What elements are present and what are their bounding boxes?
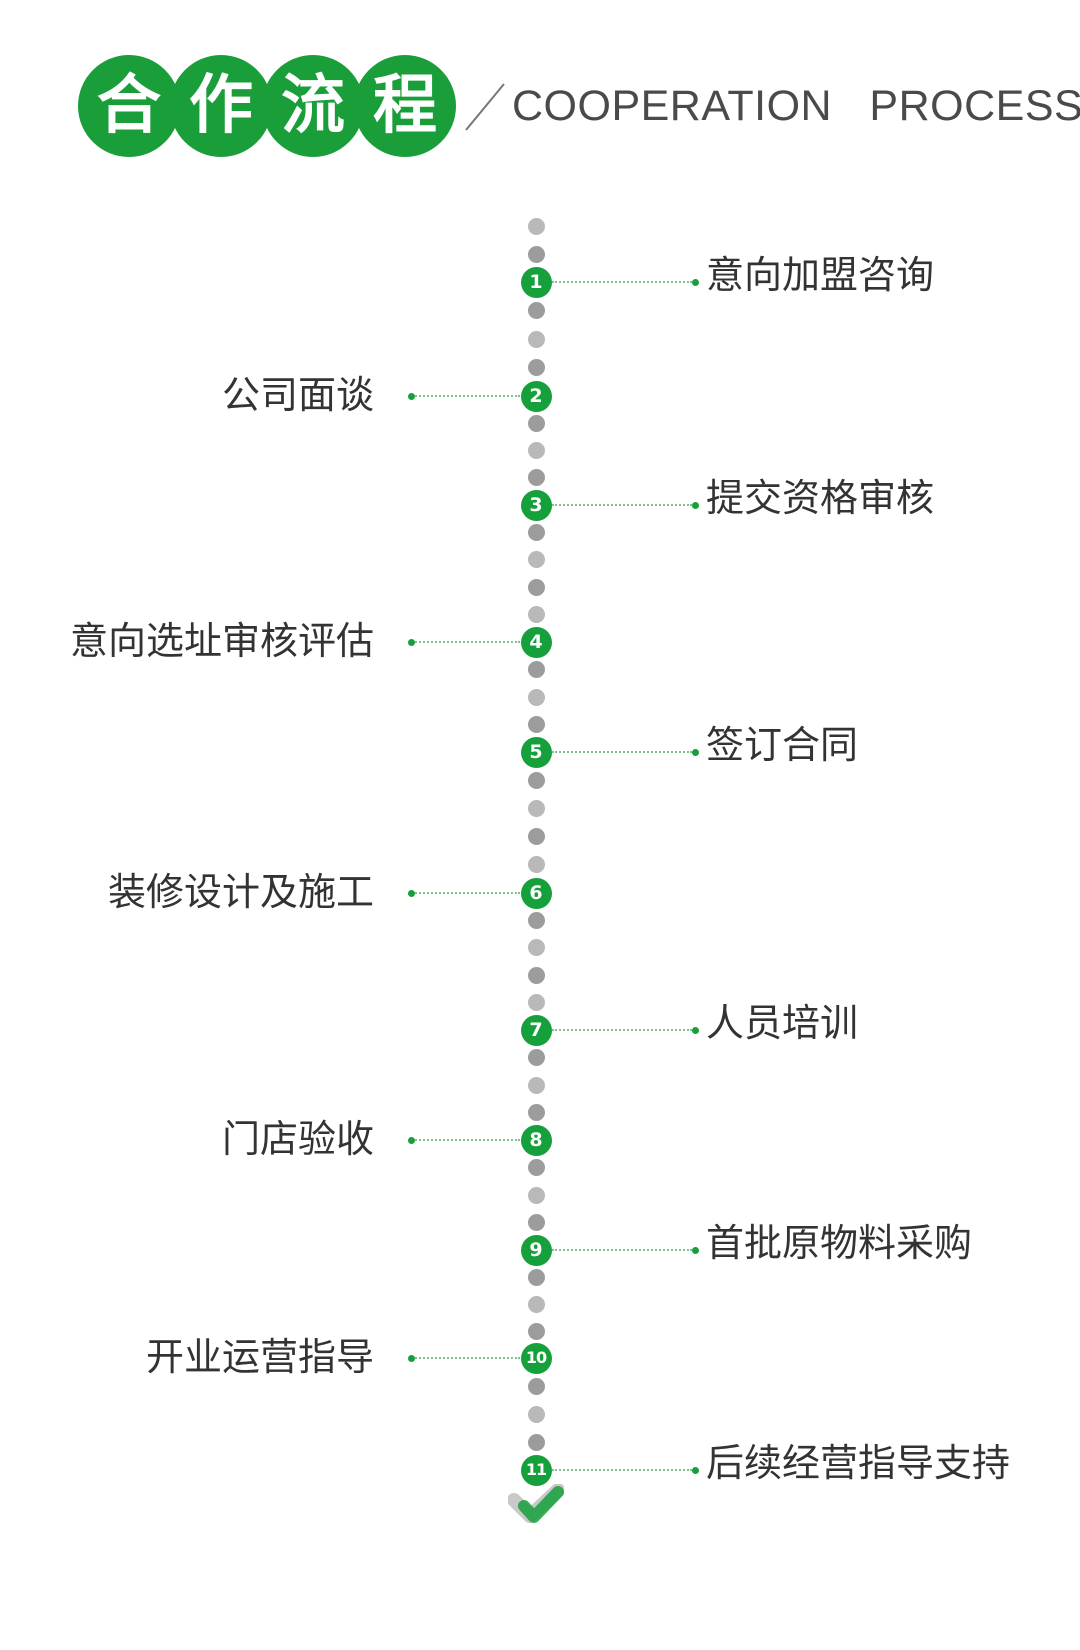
timeline-dot xyxy=(527,414,545,432)
step-5-badge: 5 xyxy=(520,736,552,768)
slash-divider-icon xyxy=(465,83,505,131)
step-5-connector-end xyxy=(692,748,699,756)
title-badges: 合 作 流 程 xyxy=(78,55,456,157)
timeline-dot xyxy=(527,551,545,569)
timeline-dot xyxy=(527,1322,545,1340)
step-2-label: 公司面谈 xyxy=(221,373,374,417)
timeline-dot xyxy=(527,469,545,487)
step-2-connector-end xyxy=(408,392,415,400)
page-header: 合 作 流 程 COOPERATION PROCESS xyxy=(78,55,1080,157)
step-7-badge: 7 xyxy=(520,1014,552,1046)
timeline-dot xyxy=(527,939,545,957)
step-11-connector xyxy=(552,1469,692,1471)
step-10-connector xyxy=(412,1357,520,1359)
step-9-badge: 9 xyxy=(520,1234,552,1266)
step-9-label: 首批原物料采购 xyxy=(706,1221,973,1265)
timeline-dot xyxy=(527,330,545,348)
timeline-dot xyxy=(527,1268,545,1286)
step-9-connector-end xyxy=(692,1246,699,1254)
step-11-label: 后续经营指导支持 xyxy=(706,1441,1011,1485)
step-7-connector xyxy=(552,1029,692,1031)
step-3-badge: 3 xyxy=(520,489,552,521)
step-8-connector-end xyxy=(408,1136,415,1144)
step-10-connector-end xyxy=(408,1354,415,1362)
step-4-label: 意向选址审核评估 xyxy=(69,619,374,663)
timeline-dot xyxy=(527,606,545,624)
step-8-connector xyxy=(412,1139,520,1141)
title-char-3: 流 xyxy=(262,55,364,157)
timeline-dot xyxy=(527,359,545,376)
timeline-dot xyxy=(527,994,545,1012)
step-6-label: 装修设计及施工 xyxy=(107,870,374,914)
step-6-connector-end xyxy=(408,889,415,897)
timeline-dot xyxy=(527,716,545,733)
timeline-dot xyxy=(527,771,545,789)
timeline-dot xyxy=(527,1377,545,1395)
page-subtitle: COOPERATION PROCESS xyxy=(512,81,1080,130)
timeline-dot xyxy=(527,1433,545,1451)
step-10-label: 开业运营指导 xyxy=(145,1335,374,1379)
timeline-dot xyxy=(527,245,545,263)
step-9-connector xyxy=(552,1249,692,1251)
timeline-dot xyxy=(527,1214,545,1231)
step-2-badge: 2 xyxy=(520,380,552,412)
timeline-dot xyxy=(527,799,545,817)
step-3-connector xyxy=(552,504,692,506)
timeline-dot xyxy=(527,856,545,874)
timeline-dot xyxy=(527,1186,545,1204)
step-1-connector xyxy=(552,281,692,283)
timeline-dot xyxy=(527,1076,545,1094)
step-1-badge: 1 xyxy=(520,266,552,298)
check-icon xyxy=(508,1484,564,1523)
step-10-badge: 10 xyxy=(520,1342,552,1374)
timeline-dot xyxy=(527,442,545,459)
timeline-dot xyxy=(527,302,545,319)
step-4-connector-end xyxy=(408,638,415,646)
title-char-4: 程 xyxy=(354,55,456,157)
step-1-connector-end xyxy=(692,278,699,286)
timeline-dot xyxy=(527,1049,545,1066)
timeline-dot xyxy=(527,1405,545,1423)
timeline-dot xyxy=(527,661,545,678)
step-6-connector xyxy=(412,892,520,894)
timeline-dot xyxy=(527,1159,545,1176)
step-5-connector xyxy=(552,751,692,753)
step-11-badge: 11 xyxy=(520,1454,552,1486)
step-3-connector-end xyxy=(692,501,699,509)
step-8-label: 门店验收 xyxy=(221,1117,374,1161)
timeline-dot xyxy=(527,966,545,984)
title-char-2: 作 xyxy=(170,55,272,157)
step-7-connector-end xyxy=(692,1026,699,1034)
step-11-connector-end xyxy=(692,1466,699,1474)
step-4-badge: 4 xyxy=(520,626,552,658)
step-6-badge: 6 xyxy=(520,877,552,909)
step-2-connector xyxy=(412,395,520,397)
step-8-badge: 8 xyxy=(520,1124,552,1156)
step-1-label: 意向加盟咨询 xyxy=(706,253,935,297)
step-7-label: 人员培训 xyxy=(706,1001,859,1045)
step-3-label: 提交资格审核 xyxy=(706,476,935,520)
timeline-dot xyxy=(527,1295,545,1313)
timeline-dot xyxy=(527,578,545,596)
timeline-dot xyxy=(527,523,545,541)
timeline-dot xyxy=(527,911,545,929)
title-char-1: 合 xyxy=(78,55,180,157)
step-4-connector xyxy=(412,641,520,643)
timeline-dot xyxy=(527,1104,545,1121)
timeline-dot xyxy=(527,828,545,846)
timeline-dot xyxy=(527,217,545,235)
step-5-label: 签订合同 xyxy=(706,723,859,767)
timeline-dot xyxy=(527,688,545,706)
